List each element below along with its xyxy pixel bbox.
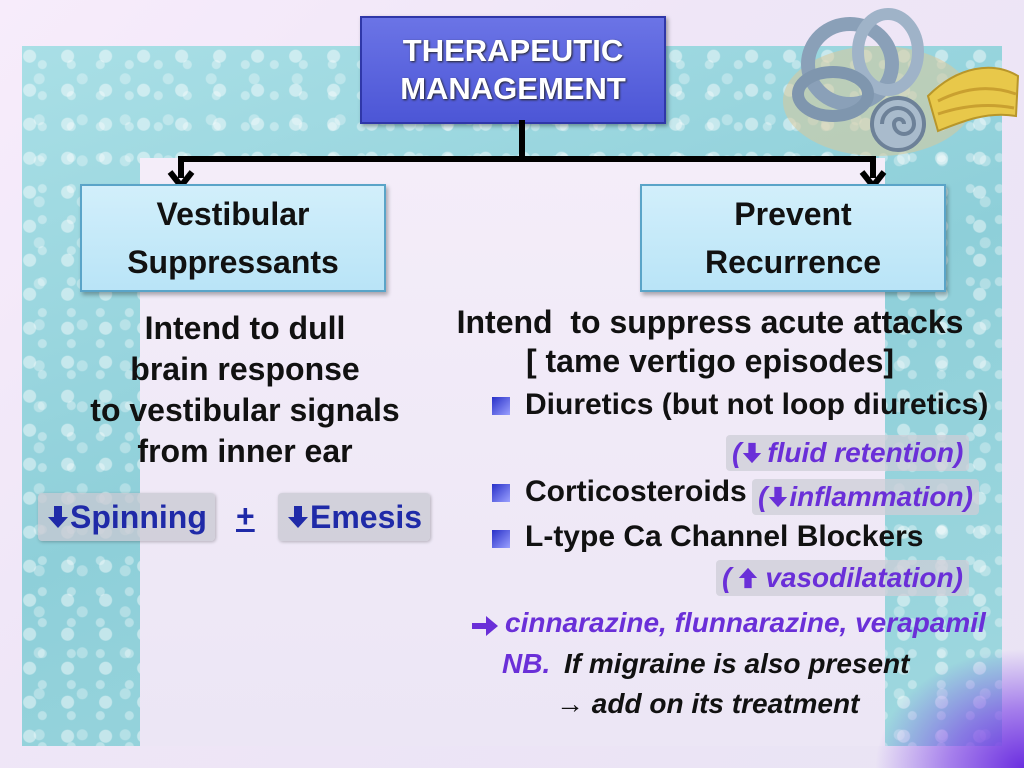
down-arrow-icon: [288, 506, 308, 528]
nb-label: NB.: [502, 648, 551, 679]
connector-vertical: [519, 120, 525, 160]
corner-glow: [874, 648, 1024, 768]
right-intro-line2: [ tame vertigo episodes]: [525, 343, 895, 379]
drugs-list: cinnarazine, flunnarazine, verapamil: [505, 607, 986, 638]
note-vasodilatation-text: vasodilatation): [765, 562, 963, 593]
left-heading-line2: Suppressants: [127, 244, 339, 280]
bullet-square: [492, 397, 510, 415]
connector-horizontal: [178, 156, 876, 162]
item-ca-channel-blockers: L-type Ca Channel Blockers: [525, 520, 924, 553]
note-inflammation: ( inflammation): [752, 479, 979, 515]
item-diuretics: Diuretics (but not loop diuretics): [525, 388, 989, 421]
note-open-paren: (: [732, 437, 742, 468]
prevent-recurrence-box: Prevent Recurrence: [640, 184, 946, 292]
right-heading-line2: Recurrence: [704, 244, 882, 280]
emesis-tag: Emesis: [278, 493, 431, 541]
down-arrow-icon: [48, 506, 68, 528]
note-vasodilatation: ( vasodilatation): [716, 560, 969, 596]
left-desc-line4: from inner ear: [137, 433, 353, 469]
note-open-paren: (: [758, 481, 768, 512]
left-desc-line3: to vestibular signals: [90, 392, 400, 428]
up-arrow-icon: [739, 567, 758, 589]
left-heading-line1: Vestibular: [156, 196, 310, 232]
right-arrow-icon: [472, 616, 498, 636]
title-line1: THERAPEUTIC: [402, 33, 624, 68]
note-fluid-retention-text: fluid retention): [767, 437, 964, 468]
plus-sign: +: [236, 498, 255, 534]
connector-left-drop: [178, 156, 184, 178]
emesis-label: Emesis: [310, 498, 423, 535]
note-fluid-retention: ( fluid retention): [726, 435, 970, 471]
nb-text2: → add on its treatment: [556, 688, 860, 719]
spinning-tag: Spinning: [38, 493, 215, 541]
left-description: Intend to dull brain response to vestibu…: [60, 308, 430, 472]
right-heading-line1: Prevent: [734, 196, 852, 232]
bullet-square: [492, 530, 510, 548]
left-desc-line1: Intend to dull: [144, 310, 346, 346]
inner-ear-image: [783, 8, 1020, 156]
note-open-paren: (: [722, 562, 732, 593]
bullet-square: [492, 484, 510, 502]
down-arrow-icon: [769, 486, 788, 508]
right-intro-line1: Intend to suppress acute attacks: [456, 304, 964, 340]
vestibular-suppressants-box: Vestibular Suppressants: [80, 184, 386, 292]
connector-right-drop: [870, 156, 876, 178]
left-desc-line2: brain response: [130, 351, 360, 387]
nb-line: NB. If migraine is also present: [502, 648, 909, 680]
nb-text: If migraine is also present: [564, 648, 910, 679]
down-arrow-icon: [743, 442, 762, 464]
note-inflammation-text: inflammation): [789, 481, 973, 512]
item-corticosteroids: Corticosteroids: [525, 475, 747, 508]
title-box: THERAPEUTIC MANAGEMENT: [360, 16, 666, 124]
title-line2: MANAGEMENT: [400, 71, 626, 106]
spinning-label: Spinning: [70, 498, 207, 535]
